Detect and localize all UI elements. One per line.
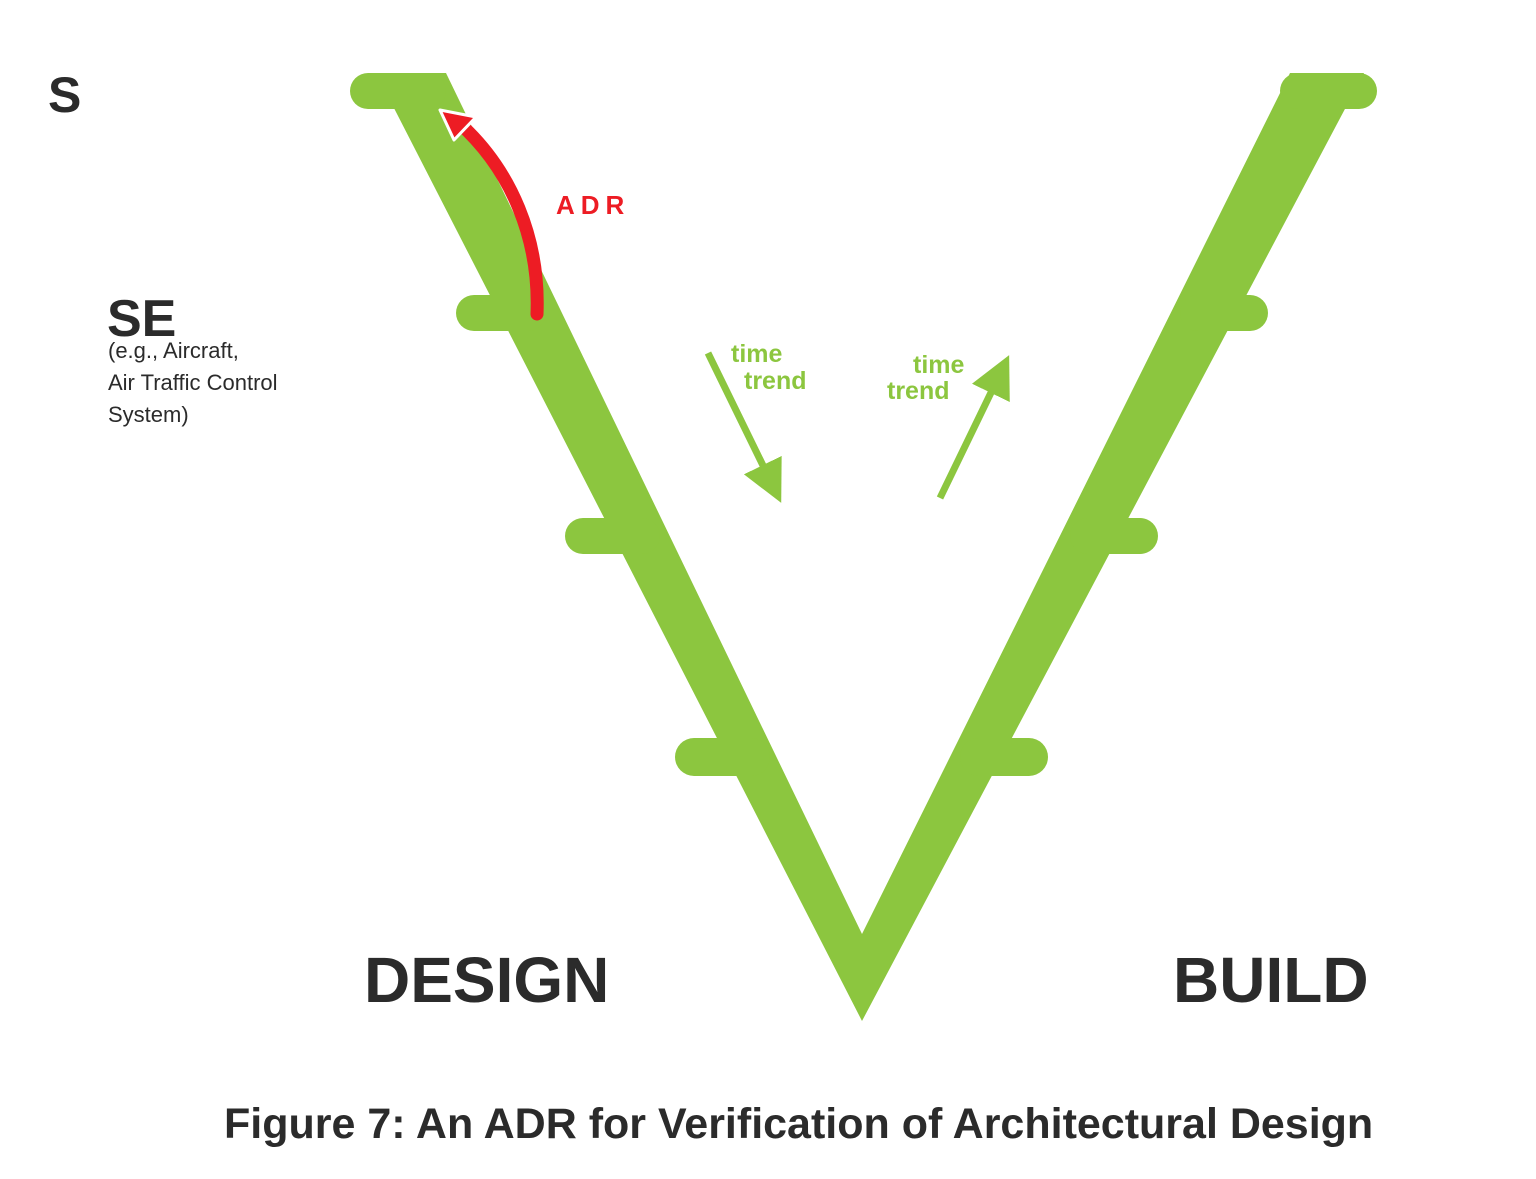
s-label: S [48,67,81,123]
time-trend-right-line-1: time [913,351,965,379]
time-trend-left-line-2: trend [744,367,807,395]
v-left-tick-level-3 [675,738,770,776]
v-left-tick-level-2 [565,518,660,554]
time-trend-up-arrow [936,355,1010,500]
design-label: DESIGN [364,944,609,1016]
v-right-tick-level-2 [1070,518,1158,554]
time-trend-right-line-2: trend [887,377,950,405]
build-label: BUILD [1173,944,1369,1016]
adr-arrow-head [438,108,478,142]
adr-label: ADR [556,190,630,220]
se-example-line-2: Air Traffic Control [108,370,278,395]
figure-caption: Figure 7: An ADR for Verification of Arc… [224,1100,1373,1148]
v-right-top-cap [1280,73,1377,109]
se-label: SE [107,290,176,348]
v-shape [376,73,1364,1021]
v-left-top-cap [350,73,446,109]
v-right-tick-level-1 [1180,295,1268,331]
adr-arrow [451,115,544,321]
v-left-tick-level-1 [456,295,546,331]
se-example-line-3: System) [108,402,189,427]
time-trend-left-line-1: time [731,340,783,368]
v-right-tick-level-3 [960,738,1048,776]
se-example-line-1: (e.g., Aircraft, [108,338,239,363]
time-trend-down-arrow [704,351,782,503]
